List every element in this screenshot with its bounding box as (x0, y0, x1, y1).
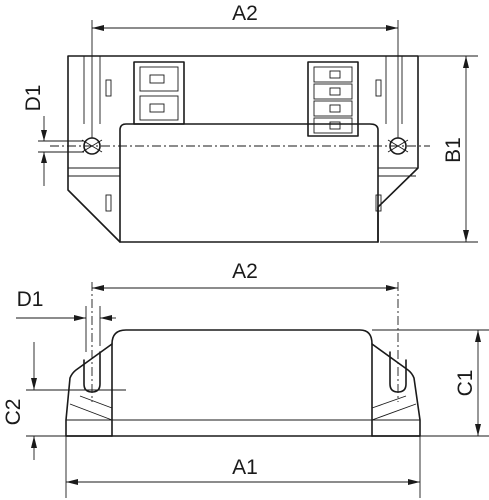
side-left-detail (69, 403, 113, 421)
side-dim-a2-label: A2 (232, 260, 258, 283)
side-view: A2 D1 C1 C2 (2, 260, 489, 498)
left-tab-lower (105, 194, 112, 212)
right-tab-lower (375, 194, 382, 212)
side-right-detail (371, 403, 417, 421)
side-dim-c2-label: C2 (2, 399, 25, 426)
side-dim-a1: A1 (65, 436, 421, 498)
side-left-flange (65, 343, 113, 437)
top-dim-b1-label: B1 (442, 137, 465, 163)
left-terminal-block (133, 61, 185, 125)
top-dim-a2: A2 (91, 2, 399, 138)
side-dim-c1-label: C1 (454, 370, 477, 397)
top-dim-a2-label: A2 (232, 2, 258, 25)
side-dim-d1: D1 (16, 288, 116, 352)
right-tab-upper (375, 79, 382, 97)
side-dim-d1-label: D1 (17, 288, 44, 311)
side-body (111, 329, 373, 437)
side-right-flange (371, 343, 421, 437)
right-terminal-block (307, 61, 359, 137)
top-view: A2 B1 D1 (22, 2, 478, 243)
top-dim-d1-label: D1 (22, 85, 45, 112)
side-dim-a2: A2 (92, 260, 398, 291)
side-dim-c1: C1 (372, 329, 489, 437)
top-body (119, 123, 379, 243)
left-tab-upper (105, 79, 112, 97)
top-dim-d1: D1 (22, 85, 84, 186)
side-dim-a1-label: A1 (232, 456, 258, 479)
side-right-detail-2 (371, 395, 407, 409)
side-dim-c2: C2 (2, 342, 126, 460)
top-dim-b1: B1 (380, 55, 478, 243)
side-left-detail-2 (79, 395, 113, 409)
